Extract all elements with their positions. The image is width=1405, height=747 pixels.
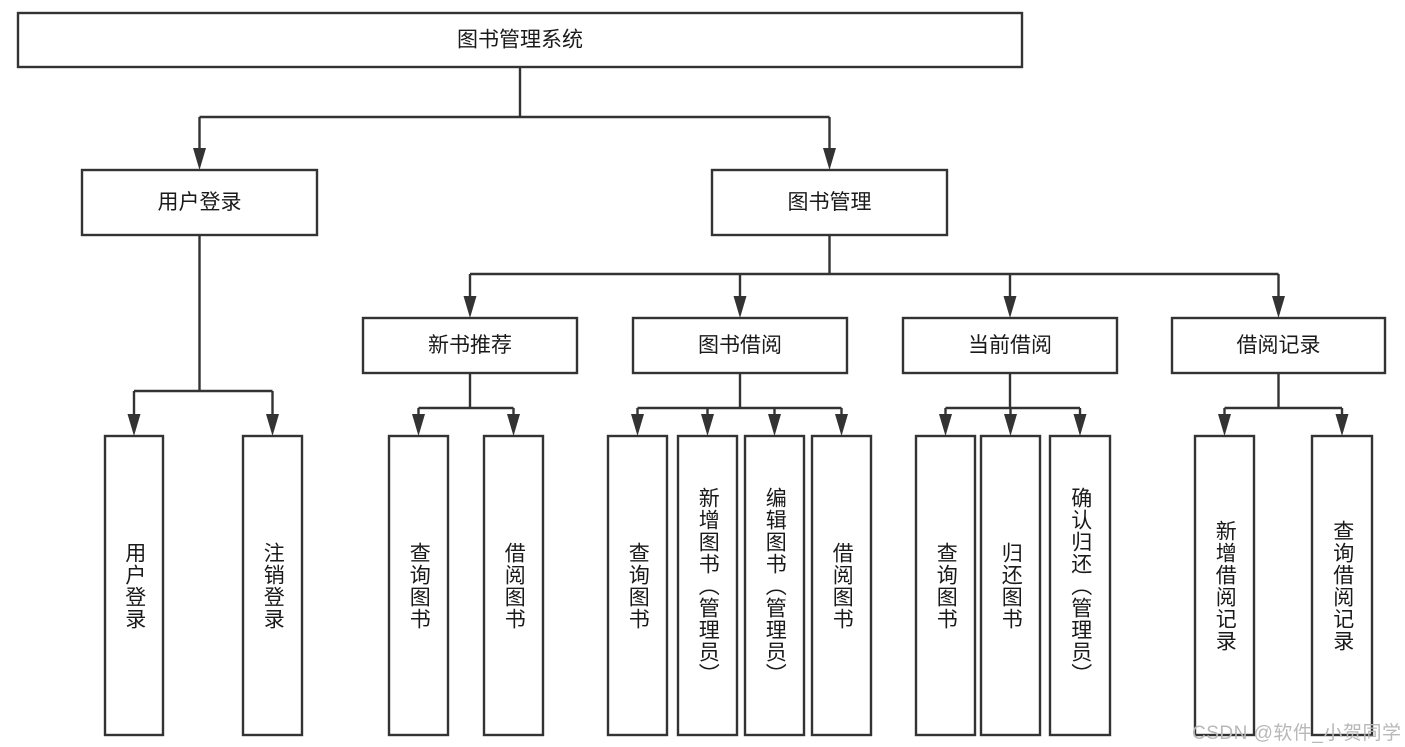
connector-arrowhead-icon — [823, 148, 836, 170]
connector-group — [939, 373, 1087, 436]
connector-arrowhead-icon — [701, 414, 714, 436]
node-label-book-borrow: 图书借阅 — [698, 334, 782, 357]
node-box-book-borrow[interactable] — [631, 316, 849, 375]
watermark-text: CSDN @软件_小贺同学 — [1192, 723, 1402, 744]
node-box-current-borrow[interactable] — [901, 316, 1119, 375]
connector-group — [1218, 373, 1349, 436]
node-box-book-manage[interactable] — [710, 168, 949, 237]
connector-group — [412, 373, 520, 436]
connector-arrowhead-icon — [507, 414, 520, 436]
node-label-book-manage: 图书管理 — [788, 191, 872, 214]
node-box-leaf-add-book[interactable] — [676, 434, 739, 737]
connector-group — [631, 373, 848, 436]
connector-arrowhead-icon — [631, 414, 644, 436]
node-box-leaf-query-book-2[interactable] — [606, 434, 669, 737]
node-box-leaf-borrow-book-2[interactable] — [810, 434, 873, 737]
connector-arrowhead-icon — [463, 296, 477, 318]
node-box-user-login[interactable] — [80, 168, 319, 237]
node-label-user-login: 用户登录 — [158, 191, 242, 214]
node-box-leaf-user-login[interactable] — [103, 434, 165, 737]
connector-arrowhead-icon — [733, 296, 747, 318]
node-box-leaf-query-book-1[interactable] — [387, 434, 450, 737]
connector-group — [463, 235, 1285, 318]
node-box-new-book-rec[interactable] — [361, 316, 579, 375]
node-boxes-layer — [16, 11, 1387, 737]
connector-arrowhead-icon — [1003, 296, 1017, 318]
node-box-leaf-query-record[interactable] — [1310, 434, 1374, 737]
connector-arrowhead-icon — [266, 414, 279, 436]
node-box-borrow-record[interactable] — [1170, 316, 1387, 375]
node-box-leaf-add-record[interactable] — [1193, 434, 1256, 737]
connector-arrowhead-icon — [1073, 414, 1087, 436]
connector-lines-layer — [127, 67, 1349, 436]
node-box-root[interactable] — [16, 11, 1024, 69]
node-box-leaf-borrow-book-1[interactable] — [482, 434, 545, 737]
node-box-leaf-logout[interactable] — [241, 434, 304, 737]
connector-arrowhead-icon — [1335, 414, 1349, 436]
connector-arrowhead-icon — [939, 414, 952, 436]
node-box-leaf-query-book-3[interactable] — [914, 434, 977, 737]
connector-arrowhead-icon — [835, 414, 848, 436]
node-box-leaf-edit-book[interactable] — [743, 434, 806, 737]
node-label-root: 图书管理系统 — [457, 29, 583, 52]
node-label-new-book-rec: 新书推荐 — [428, 334, 512, 357]
node-label-current-borrow: 当前借阅 — [968, 334, 1052, 357]
connector-arrowhead-icon — [1272, 296, 1285, 318]
connector-group — [193, 67, 836, 170]
connector-arrowhead-icon — [127, 414, 141, 436]
connector-arrowhead-icon — [1218, 414, 1231, 436]
node-box-leaf-return-book[interactable] — [979, 434, 1042, 737]
connector-arrowhead-icon — [412, 414, 425, 436]
connector-arrowhead-icon — [193, 148, 206, 170]
connector-arrowhead-icon — [1004, 414, 1017, 436]
connector-arrowhead-icon — [768, 414, 781, 436]
connector-group — [127, 235, 279, 436]
node-label-borrow-record: 借阅记录 — [1237, 334, 1321, 357]
node-box-leaf-confirm-return[interactable] — [1048, 434, 1112, 737]
